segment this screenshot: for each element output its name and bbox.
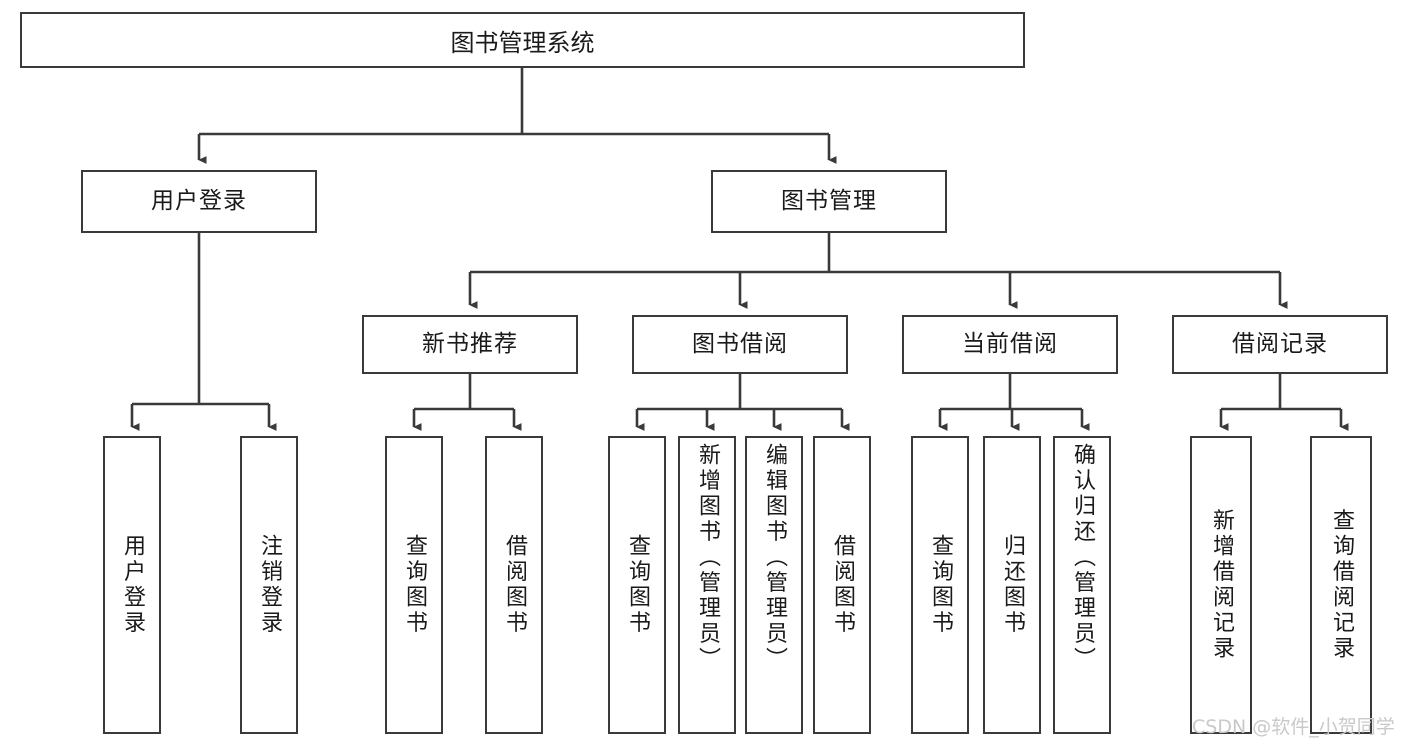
leaf-borrow-book[interactable]: 借阅图书 [813, 436, 871, 734]
leaf-query-book-recommend[interactable]: 查询图书 [385, 436, 443, 734]
leaf-label: 查询图书 [625, 534, 650, 636]
leaf-confirm-return-admin[interactable]: 确认归还（管理员） [1053, 436, 1111, 734]
leaf-label: 确认归还（管理员） [1070, 443, 1095, 673]
leaf-label: 新增图书（管理员） [695, 443, 720, 673]
node-label: 新书推荐 [422, 330, 518, 357]
node-label: 当前借阅 [962, 330, 1058, 357]
leaf-label: 查询借阅记录 [1329, 508, 1354, 662]
leaf-logout[interactable]: 注销登录 [240, 436, 298, 734]
leaf-add-book-admin[interactable]: 新增图书（管理员） [678, 436, 736, 734]
leaf-label: 查询图书 [402, 534, 427, 636]
node-root-system[interactable]: 图书管理系统 [20, 12, 1025, 68]
node-borrow-record[interactable]: 借阅记录 [1172, 315, 1388, 374]
leaf-edit-book-admin[interactable]: 编辑图书（管理员） [745, 436, 803, 734]
leaf-add-borrow-record[interactable]: 新增借阅记录 [1190, 436, 1252, 734]
node-label: 借阅记录 [1232, 330, 1328, 357]
leaf-label: 借阅图书 [502, 534, 527, 636]
csdn-watermark: CSDN @软件_小贺同学 [1192, 716, 1395, 738]
leaf-label: 借阅图书 [830, 534, 855, 636]
node-book-borrow[interactable]: 图书借阅 [632, 315, 848, 374]
node-current-borrow[interactable]: 当前借阅 [902, 315, 1118, 374]
leaf-label: 注销登录 [257, 534, 282, 636]
node-new-book-recommend[interactable]: 新书推荐 [362, 315, 578, 374]
node-label: 图书借阅 [692, 330, 788, 357]
leaf-label: 查询图书 [928, 534, 953, 636]
leaf-borrow-book-recommend[interactable]: 借阅图书 [485, 436, 543, 734]
node-root-label: 图书管理系统 [450, 28, 595, 57]
leaf-query-book-borrow[interactable]: 查询图书 [608, 436, 666, 734]
leaf-return-book[interactable]: 归还图书 [983, 436, 1041, 734]
leaf-query-borrow-record[interactable]: 查询借阅记录 [1310, 436, 1372, 734]
node-book-management[interactable]: 图书管理 [711, 170, 947, 233]
leaf-query-book-current[interactable]: 查询图书 [911, 436, 969, 734]
node-label: 图书管理 [781, 187, 877, 214]
leaf-user-login[interactable]: 用户登录 [103, 436, 161, 734]
node-label: 用户登录 [151, 187, 247, 214]
leaf-label: 用户登录 [120, 534, 145, 636]
leaf-label: 归还图书 [1000, 534, 1025, 636]
node-user-login[interactable]: 用户登录 [81, 170, 317, 233]
leaf-label: 编辑图书（管理员） [762, 443, 787, 673]
leaf-label: 新增借阅记录 [1209, 508, 1234, 662]
